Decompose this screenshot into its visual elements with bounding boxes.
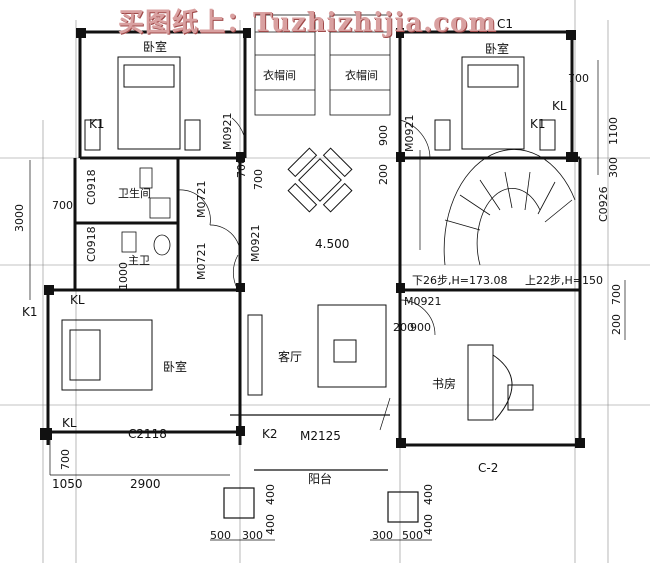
columns	[40, 28, 585, 448]
door-m0921-a: M0921	[221, 112, 234, 151]
dining-table	[287, 147, 353, 213]
stair-up-label: 上22步,H=150	[525, 274, 603, 287]
dim-500-l: 500	[210, 529, 231, 542]
level-marker: 4.500	[315, 237, 350, 251]
dim-300-l: 300	[242, 529, 263, 542]
window-c0918-b: C0918	[85, 226, 98, 262]
room-label-closet-left: 衣帽间	[263, 69, 296, 82]
room-label-living: 客厅	[278, 350, 303, 364]
room-label-closet-right: 衣帽间	[345, 69, 378, 82]
room-label-bedroom-nw: 卧室	[143, 40, 168, 54]
dim-200-r: 200	[610, 314, 623, 335]
dim-1100: 1100	[607, 117, 620, 145]
dim-1050: 1050	[52, 477, 83, 491]
dim-300-r: 300	[607, 157, 620, 178]
window-k1-w: K1	[22, 305, 38, 319]
door-swings	[177, 117, 436, 431]
dim-400-r1: 400	[422, 484, 435, 505]
dim-700-sw: 700	[59, 449, 72, 470]
window-kl-ne: KL	[552, 99, 567, 113]
room-label-bedroom-ne: 卧室	[485, 42, 510, 56]
dim-700-s: 700	[235, 157, 248, 178]
stair-down-label: 下26步,H=173.08	[412, 274, 508, 287]
door-m0921-b: M0921	[403, 114, 416, 153]
window-kl-w: KL	[70, 293, 85, 307]
study-desk	[467, 344, 534, 421]
dim-400-r2: 400	[422, 514, 435, 535]
window-c0918-a: C0918	[85, 169, 98, 205]
dim-2900: 2900	[130, 477, 161, 491]
watermark: 买图纸上：Tuzhizhijia.com	[118, 8, 497, 38]
door-m0921-c: M0921	[249, 224, 262, 263]
dim-700-w: 700	[52, 199, 73, 212]
balcony	[223, 414, 419, 523]
window-k2: K2	[262, 427, 278, 441]
dim-900-b: 900	[410, 321, 431, 334]
spiral-stair	[443, 149, 576, 266]
dim-200-c: 200	[377, 164, 390, 185]
dim-3000: 3000	[13, 204, 26, 232]
closets	[254, 14, 391, 116]
bath-fixtures	[121, 167, 171, 256]
room-label-master-bath: 主卫	[128, 254, 150, 267]
dim-200-b: 200	[393, 321, 414, 334]
dim-500-rb: 500	[402, 529, 423, 542]
window-k1-ne: K1	[530, 117, 546, 131]
door-m0721-a: M0721	[195, 180, 208, 219]
window-k1-nw: K1	[89, 117, 105, 131]
door-m0721-b: M0721	[195, 242, 208, 281]
window-c2: C-2	[478, 461, 499, 475]
dim-900: 900	[377, 125, 390, 146]
dim-700-c: 700	[252, 169, 265, 190]
room-label-study: 书房	[432, 377, 457, 391]
window-c0926: C0926	[597, 186, 610, 222]
sofa-set	[247, 304, 387, 396]
dim-700-r: 700	[610, 284, 623, 305]
dim-1000: 1000	[117, 262, 130, 290]
beds	[61, 56, 556, 391]
dim-400-l1: 400	[264, 484, 277, 505]
window-label-c1: C1	[497, 17, 514, 31]
room-label-balcony: 阳台	[308, 472, 333, 486]
window-c2118: C2118	[128, 427, 167, 441]
walls	[46, 30, 582, 448]
dimension-lines	[29, 60, 626, 541]
dim-400-l2: 400	[264, 514, 277, 535]
room-label-bathroom: 卫生间	[118, 187, 151, 200]
dim-700-top: 700	[568, 72, 589, 85]
dim-300-rb: 300	[372, 529, 393, 542]
window-kl-sw: KL	[62, 416, 77, 430]
door-m0921-d: M0921	[404, 295, 442, 308]
room-label-bedroom-sw: 卧室	[163, 360, 188, 374]
door-m2125: M2125	[300, 429, 341, 443]
